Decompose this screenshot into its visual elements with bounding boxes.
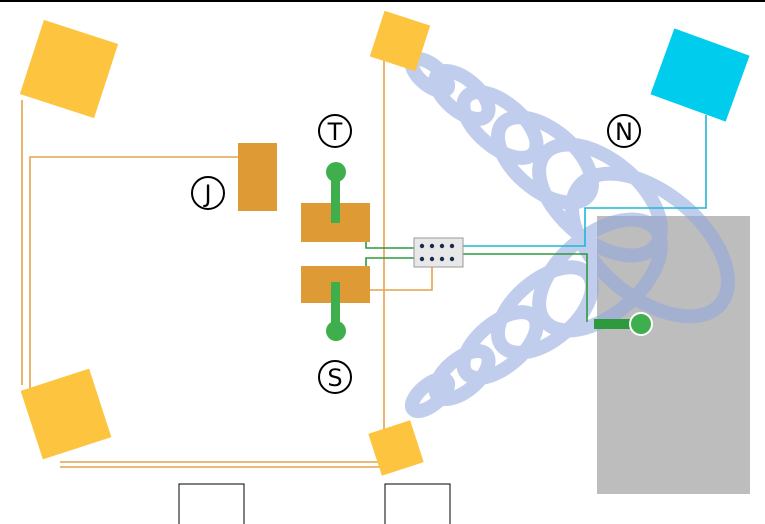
bottom-box-right [384, 483, 451, 524]
ring [564, 166, 736, 324]
bottom-box-left [178, 483, 245, 524]
label-t-text: T [327, 118, 343, 146]
right-pad [594, 319, 638, 329]
speaker-top-right [650, 28, 750, 122]
ring [532, 212, 668, 338]
ring [456, 305, 544, 385]
label-j-text: J [202, 180, 211, 208]
wire-hub-to-n [462, 115, 707, 247]
circled-letter-icon [318, 360, 352, 394]
speaker-s-stem [331, 282, 340, 327]
round-terminal-icon [326, 321, 346, 341]
blue-wires [462, 115, 707, 247]
label-n-text: N [615, 118, 633, 146]
ring [428, 344, 496, 406]
ring [456, 85, 544, 165]
speaker-top-center [369, 10, 431, 72]
label-n: N [607, 114, 641, 148]
speaker-bottom-left [20, 368, 112, 460]
wire-hub-to-right [462, 253, 588, 322]
connector-block-icon [413, 237, 464, 268]
wire-sub-left [29, 156, 238, 395]
speaker-top-left [19, 19, 119, 119]
wire-s-to-hub [370, 262, 433, 291]
speaker-t-stem [331, 178, 340, 223]
round-terminal-icon [629, 312, 653, 336]
ring [490, 110, 600, 210]
subwoofer [238, 143, 277, 211]
ring [428, 64, 496, 126]
label-s: S [318, 360, 352, 394]
hub-body [413, 237, 464, 268]
hub-pins [419, 243, 455, 262]
circled-letter-icon [318, 114, 352, 148]
label-j: J [191, 176, 225, 210]
label-s-text: S [327, 364, 342, 392]
orange-wires [21, 60, 433, 468]
watermark-rings [404, 51, 736, 419]
circled-letter-icon [607, 114, 641, 148]
label-t: T [318, 114, 352, 148]
speaker-bottom-center [368, 420, 424, 476]
round-terminal-icon [326, 162, 346, 182]
circled-letter-icon [191, 176, 225, 210]
